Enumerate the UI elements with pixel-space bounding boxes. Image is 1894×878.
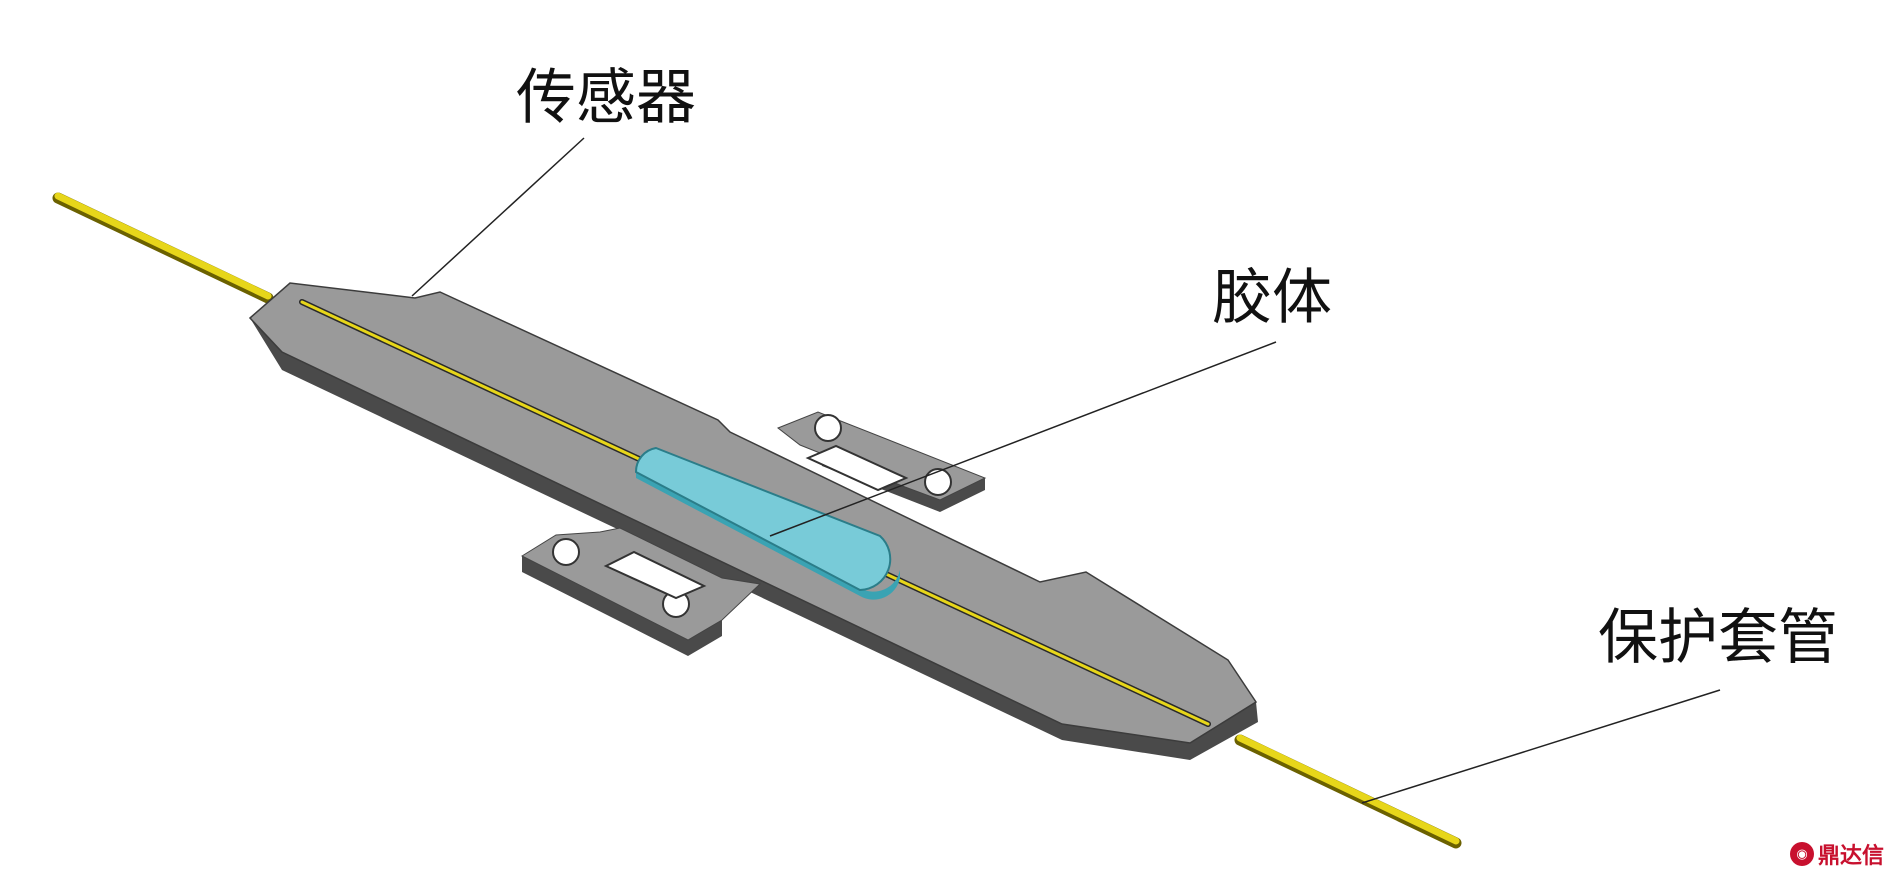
glue-leader-line — [769, 341, 1277, 537]
mount-hole — [924, 468, 952, 496]
glue-label: 胶体 — [1212, 263, 1332, 333]
sensor-leader-line — [411, 137, 585, 297]
watermark: ◉ 鼎达信 — [1789, 838, 1884, 870]
mount-hole — [552, 538, 580, 566]
tube-leader-line — [1361, 689, 1721, 804]
mount-slot — [603, 550, 707, 600]
watermark-text: 鼎达信 — [1817, 844, 1884, 869]
lower-ear-side — [522, 556, 722, 656]
glue-body — [634, 446, 892, 592]
sensor-label: 传感器 — [516, 63, 696, 133]
mount-hole — [814, 414, 842, 442]
mount-slot — [805, 444, 909, 492]
lower-ear-tab — [520, 527, 762, 641]
left-protective-tube-highlight — [54, 192, 272, 300]
right-protective-tube-highlight — [1236, 734, 1460, 845]
watermark-seal-icon: ◉ — [1789, 842, 1814, 866]
protective-tube-label: 保护套管 — [1598, 603, 1838, 673]
